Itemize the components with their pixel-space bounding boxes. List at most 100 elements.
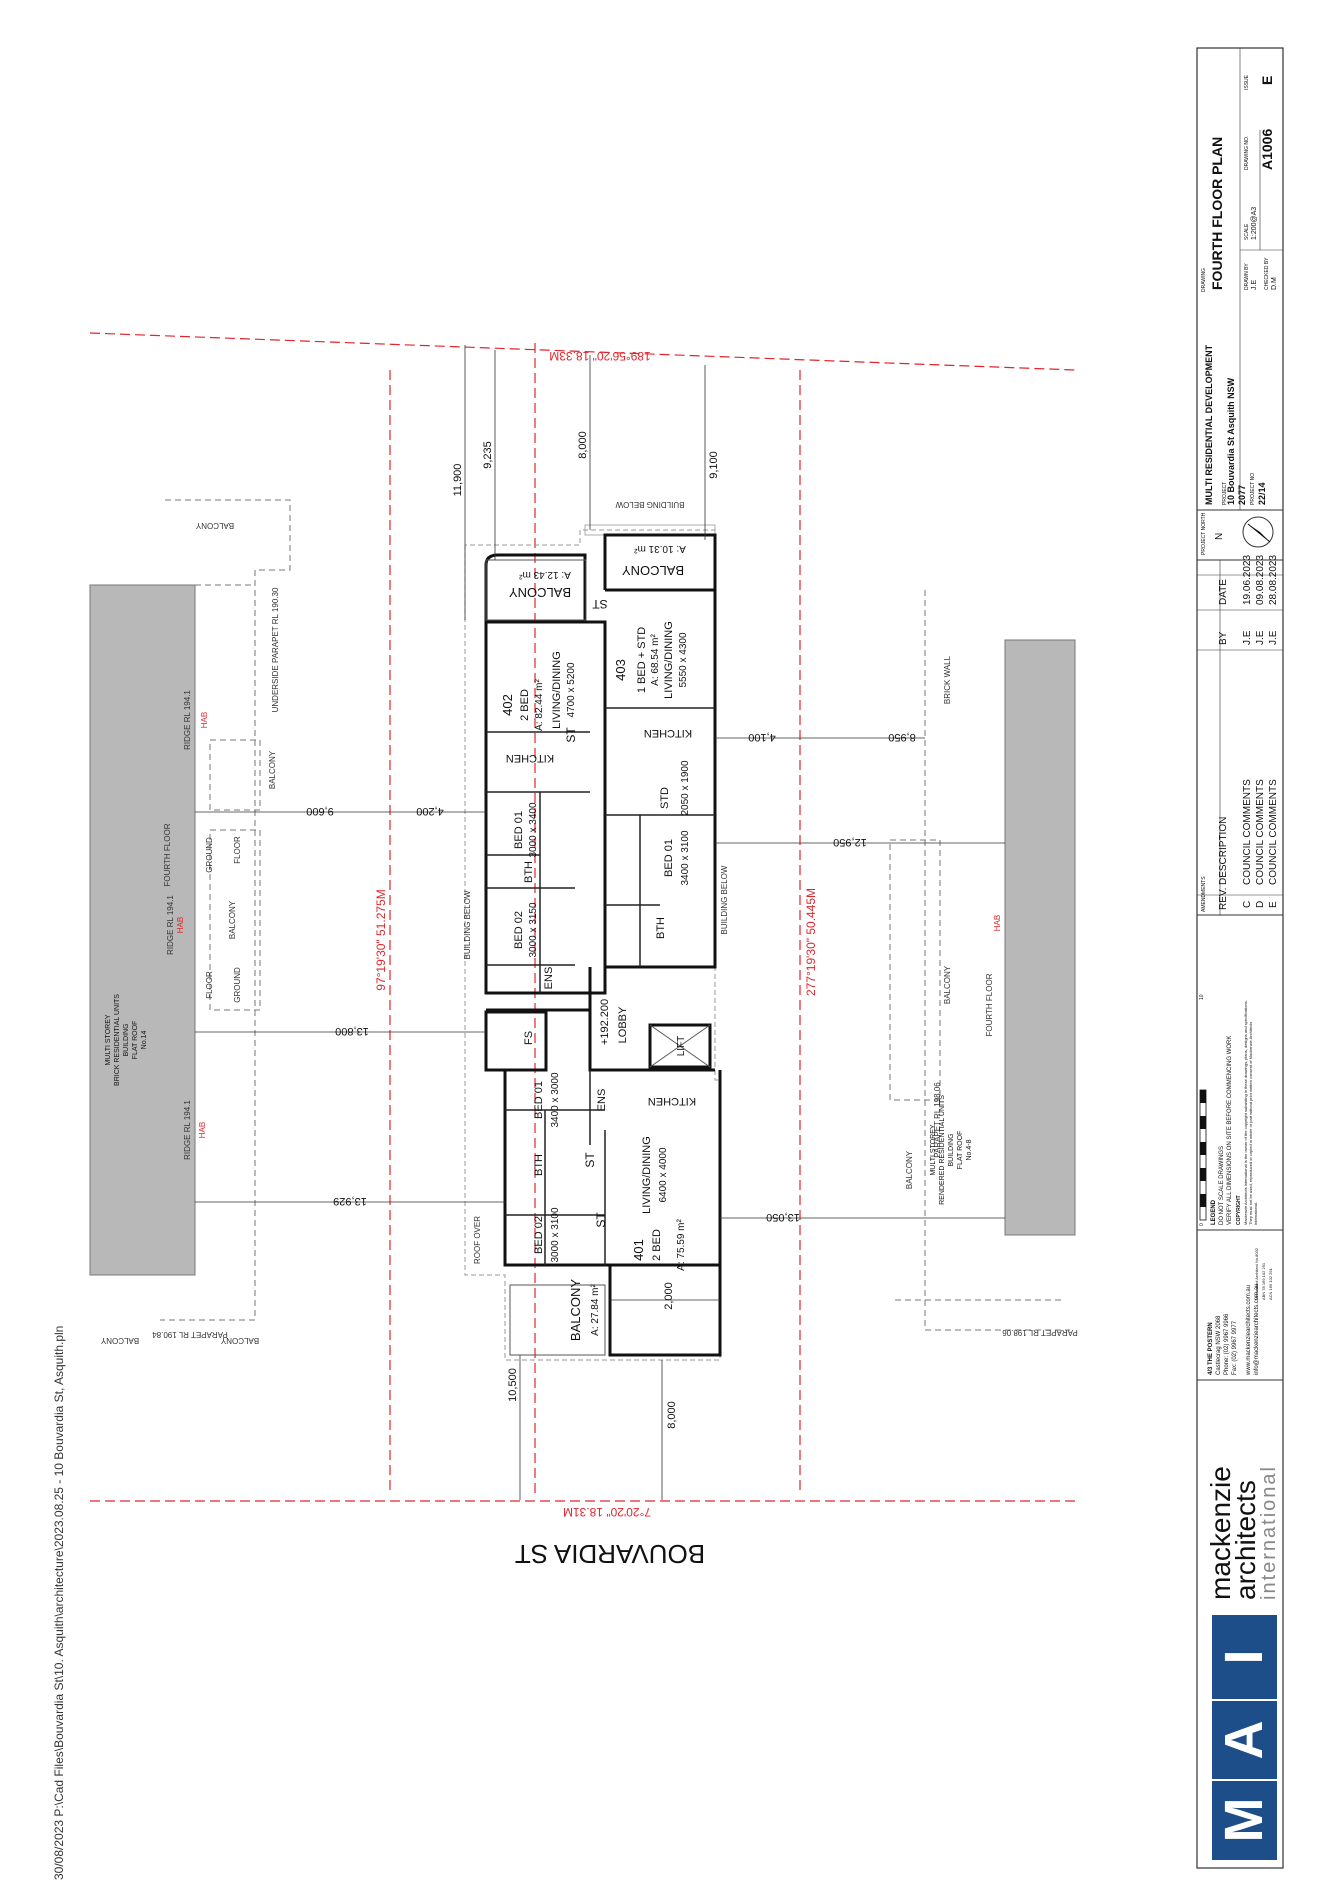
unit-401-st2: ST	[594, 1212, 608, 1228]
dimension-lines	[195, 345, 1005, 1500]
floor-a: FLOOR	[233, 836, 242, 864]
west-building-line2: BRICK RESIDENTIAL UNITS	[114, 994, 121, 1086]
building-below-label-west: BUILDING BELOW	[463, 890, 472, 959]
amendment-d-rev: D	[1255, 901, 1266, 908]
internal-walls	[486, 707, 715, 1265]
ground-floor-a: GROUND	[205, 837, 214, 873]
amendment-e-rev: E	[1268, 901, 1279, 908]
dim-4100: 4,100	[748, 731, 776, 743]
amendment-d-desc: COUNCIL COMMENTS	[1255, 779, 1266, 885]
dim-13800: 13,800	[335, 1025, 369, 1037]
unit-403-balcony-area: A: 10.31 m²	[633, 543, 685, 554]
neighbour-outlines	[160, 499, 1070, 1331]
dim-10500: 10,500	[507, 1368, 519, 1402]
north-letter: N	[1214, 533, 1225, 540]
west-building-line5: No.14	[141, 1031, 148, 1050]
ridge-rl-bot: RIDGE RL 194.1	[183, 1100, 192, 1160]
balcony-401	[509, 1284, 606, 1356]
site-boundaries	[89, 332, 1076, 1502]
unit-402-st: ST	[564, 727, 578, 743]
amendment-e-by: J.E	[1268, 630, 1279, 645]
drawing-no: A1006	[1259, 129, 1275, 170]
amendment-c-date: 19.06.2023	[1242, 555, 1253, 605]
unit-402-bed02: BED 02	[513, 911, 525, 949]
floor-b: FLOOR	[205, 971, 214, 999]
west-building-line3: BUILDING	[123, 1023, 130, 1056]
hab-label-top: HAB	[200, 712, 209, 728]
neighbour-balcony-east: BALCONY	[943, 965, 952, 1004]
unit-402-bed01-size: 3000 x 3400	[528, 802, 539, 857]
unit-402-living-size: 4700 x 5200	[566, 662, 577, 717]
dim-8000-top: 8,000	[577, 431, 589, 459]
east-building-line5: No.4-8	[966, 1139, 973, 1160]
amendment-e-date: 28.08.2023	[1268, 555, 1279, 605]
north-arrow-icon	[1242, 516, 1274, 548]
dim-4200: 4,200	[416, 805, 444, 817]
building-below-label-top: BUILDING BELOW	[615, 500, 684, 509]
unit-401-bed01: BED 01	[533, 1081, 545, 1119]
unit-401-bed01-size: 3400 x 3000	[550, 1072, 561, 1127]
neighbour-balcony-west2: BALCONY	[228, 900, 237, 939]
scale-bar-end: 10	[1199, 994, 1205, 1000]
unit-403-bed01: BED 01	[663, 839, 675, 877]
street-name: BOUVARDIA ST	[515, 1539, 705, 1569]
neighbour-balcony-west: BALCONY	[268, 750, 277, 789]
unit-403-std-size: 2050 x 1900	[680, 760, 691, 815]
unit-402-balcony-area: A: 12.43 m²	[518, 569, 570, 580]
unit-401-number: 401	[631, 1239, 646, 1261]
office-address-5: www.mackenziearchitects.com.au	[1246, 1285, 1252, 1376]
unit-403-number: 403	[613, 659, 628, 681]
drawing-title: FOURTH FLOOR PLAN	[1209, 137, 1225, 290]
unit-403-kitchen: KITCHEN	[644, 727, 692, 739]
unit-401-living-size: 6400 x 4000	[658, 1147, 669, 1202]
nominated-architect-2: ABN 78 169 102 291	[1261, 1262, 1266, 1300]
amendment-c-by: J.E	[1242, 630, 1253, 645]
unit-403-living-size: 5550 x 4300	[678, 632, 689, 687]
logo-letter-a: A	[1214, 1721, 1274, 1760]
unit-401-bth: BTH	[533, 1154, 545, 1176]
unit-403-living: LIVING/DINING	[663, 621, 675, 699]
title-block	[1196, 47, 1284, 1869]
amendments-label: AMENDMENTS	[1201, 876, 1207, 912]
scale-bar-zero: 0	[1199, 1223, 1205, 1226]
project-no-label: PROJECT NO	[1250, 473, 1256, 505]
drawn-by-label: DRAWN BY	[1244, 263, 1250, 290]
legend-label: LEGEND	[1211, 1199, 1217, 1225]
parapet-rl-198-top: PARAPET RL 198.06	[933, 1082, 942, 1158]
copyright-text: Mackenzie Architects International is th…	[1243, 1000, 1258, 1225]
firm-name-3: international	[1258, 1465, 1280, 1600]
project-title: MULTI RESIDENTIAL DEVELOPMENT	[1204, 344, 1214, 505]
neighbour-balcony-bot-b: BALCONY	[220, 1336, 259, 1345]
office-address-6: info@mackenziearchitects.com.au	[1254, 1284, 1260, 1375]
balcony-402	[485, 559, 587, 621]
unit-401-bed02: BED 02	[533, 1216, 545, 1254]
office-address-4: Fax: (02) 9967 9977	[1232, 1320, 1238, 1375]
parapet-rl-198-bot: PARAPET RL 198.06	[1002, 1328, 1078, 1337]
unit-402-type: 2 BED	[519, 689, 531, 721]
unit-402-kitchen: KITCHEN	[506, 752, 554, 764]
amendment-d-by: J.E	[1255, 630, 1266, 645]
project-north-label: PROJECT NORTH	[1201, 512, 1207, 555]
rear-boundary-bearing: 189°56'20" 18.33M	[549, 349, 650, 363]
header-date: DATE	[1218, 579, 1229, 605]
unit-403-bed01-size: 3400 x 3100	[680, 830, 691, 885]
header-description: DESCRIPTION	[1218, 817, 1229, 885]
project-label: PROJECT	[1222, 482, 1228, 505]
unit-403-area: A: 68.54 m²	[650, 633, 661, 685]
office-address-2: Castlecrag NSW 2068	[1216, 1315, 1222, 1375]
ridge-rl-mid: RIDGE RL 194.1	[166, 895, 175, 955]
hab-label-east: HAB	[993, 915, 1002, 931]
dim-13929: 13,929	[333, 1195, 367, 1207]
nominated-architect-3: ACN 169 102 291	[1268, 1267, 1273, 1300]
dim-9600: 9,600	[306, 805, 334, 817]
unit-401-type: 2 BED	[651, 1229, 663, 1261]
scale-label: SCALE	[1244, 223, 1250, 240]
office-address-3: Phone: (02) 9967 9966	[1224, 1313, 1230, 1375]
unit-402-ens: ENS	[543, 967, 555, 990]
logo-letter-m: M	[1214, 1798, 1274, 1843]
west-boundary-bearing: 97°19'30" 51.275M	[374, 889, 388, 990]
header-rev: REV.	[1218, 888, 1229, 910]
underside-parapet: UNDERSIDE PARAPET RL 190.30	[271, 587, 280, 712]
issue-label: ISSUE	[1244, 74, 1250, 90]
